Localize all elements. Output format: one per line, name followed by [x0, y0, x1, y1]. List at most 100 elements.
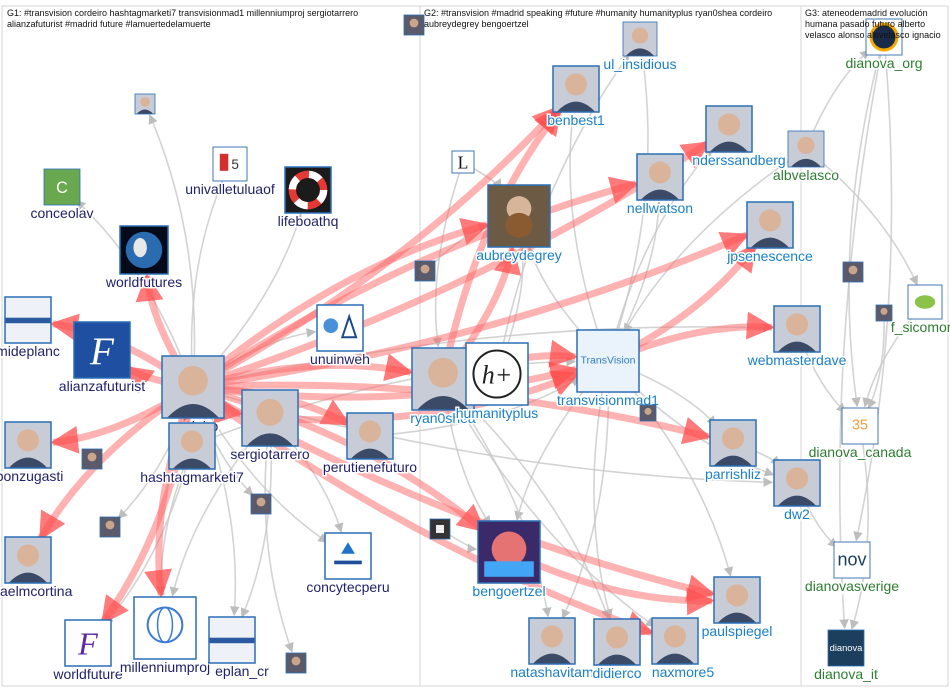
small-photo-avatar-icon [875, 304, 893, 322]
dianova-logo-avatar-icon: dianova [827, 629, 865, 667]
edge-transvisionmad1-to-benbest1 [567, 112, 609, 362]
small-photo-avatar-icon [414, 260, 436, 282]
node-humanityplus[interactable]: h+humanityplus [454, 342, 540, 423]
dianova-35-logo-avatar-icon: 35 [841, 407, 879, 445]
node-nderssandberg[interactable]: nderssandberg [691, 105, 787, 170]
person-photo-avatar-icon [622, 21, 658, 57]
f-logo-avatar-icon: F [64, 619, 112, 667]
node-mideplanc[interactable]: mideplanc [0, 296, 61, 361]
node-unnamed_g1_d[interactable] [250, 493, 272, 515]
node-jpsenescence[interactable]: jpsenescence [725, 201, 815, 266]
node-label: concytecperu [306, 579, 389, 595]
node-label: worldfuture [52, 666, 122, 682]
node-concytecperu[interactable]: concytecperu [305, 532, 391, 597]
node-unnamed_g1_b[interactable] [81, 448, 103, 470]
node-parrishliz[interactable]: parrishliz [703, 419, 763, 484]
node-naxmore5[interactable]: naxmore5 [650, 617, 716, 682]
node-unnamed_g3_a[interactable] [842, 261, 864, 283]
person-photo-avatar-icon [4, 421, 52, 469]
node-label: lifeboathq [278, 213, 339, 229]
edge-cordeiro-to-nellwatson [191, 176, 639, 390]
node-bengoertzel[interactable]: bengoertzel [471, 520, 547, 601]
node-nellwatson[interactable]: nellwatson [625, 153, 695, 218]
node-l_account[interactable]: L [451, 150, 475, 174]
person-photo-avatar-icon [528, 617, 576, 665]
node-worldfutures[interactable]: worldfutures [103, 225, 184, 292]
node-hashtagmarketi7[interactable]: hashtagmarketi7 [139, 422, 245, 487]
node-didierco[interactable]: didierco [591, 618, 643, 683]
node-unnamed_g2_b[interactable] [429, 518, 451, 540]
svg-text:h+: h+ [482, 360, 513, 389]
node-unnamed_g2_c[interactable] [639, 404, 657, 422]
node-label: dianovasverige [805, 578, 899, 594]
node-label: ul_insidious [603, 56, 676, 72]
edge-sergiotarrero-to-transvisionmad1 [269, 370, 581, 424]
edge-dianova_org-to-dianova_canada [848, 36, 885, 408]
node-label: univalletuluaof [185, 181, 275, 197]
person-photo-avatar-icon [636, 153, 684, 201]
node-unnamed_g1_e[interactable] [403, 14, 425, 36]
node-millenniumproj[interactable]: millenniumproj [118, 596, 212, 677]
person-photo-avatar-icon [773, 459, 821, 507]
node-perutienefuturo[interactable]: perutienefuturo [321, 412, 419, 477]
node-unnamed_g3_b[interactable] [875, 304, 893, 322]
h-plus-logo-avatar-icon: h+ [465, 342, 529, 406]
node-label: rafaelmcortina [0, 583, 73, 599]
node-label: dianova_it [814, 666, 878, 682]
concytec-logo-avatar-icon [324, 532, 372, 580]
person-photo-avatar-icon [713, 576, 761, 624]
svg-text:L: L [458, 153, 469, 173]
node-unnamed_g1_a[interactable] [134, 93, 156, 115]
node-label: nellwatson [627, 200, 693, 216]
node-f_sicomoro[interactable]: f_sicomoro [889, 284, 950, 337]
node-natashavitam[interactable]: natashavitam [509, 617, 595, 682]
globe-logo-avatar-icon [133, 596, 197, 660]
university-logo-avatar-icon: 5 [212, 146, 248, 182]
node-unuinweh[interactable]: unuinweh [309, 304, 371, 369]
person-photo-avatar-icon [651, 617, 699, 665]
person-photo-avatar-icon [4, 536, 52, 584]
node-label: sergiotarrero [230, 446, 310, 462]
person-photo-avatar-icon [552, 65, 600, 113]
node-label: paulspiegel [702, 623, 773, 639]
node-ibonzugasti[interactable]: ibonzugasti [0, 421, 65, 486]
node-unnamed_g1_f[interactable] [285, 652, 307, 674]
node-dw2[interactable]: dw2 [773, 459, 821, 524]
node-label: didierco [592, 665, 641, 681]
node-paulspiegel[interactable]: paulspiegel [700, 576, 774, 641]
colorful-portrait-avatar-icon [477, 520, 541, 584]
node-sergiotarrero[interactable]: sergiotarrero [229, 389, 311, 464]
node-aubreydegrey[interactable]: aubreydegrey [475, 184, 563, 265]
edge-sergiotarrero-to-unnamed_g1_f [264, 417, 294, 653]
node-lifeboathq[interactable]: lifeboathq [276, 166, 340, 231]
node-dianova_org[interactable]: dianova_org [844, 18, 924, 73]
node-label: benbest1 [547, 112, 605, 128]
node-label: perutienefuturo [323, 459, 417, 475]
nov-logo-avatar-icon: nov [833, 541, 871, 579]
node-eplan_cr[interactable]: eplan_cr [208, 616, 271, 681]
letter-l-avatar-icon: L [451, 150, 475, 174]
node-benbest1[interactable]: benbest1 [546, 65, 607, 130]
node-ryan0shea[interactable]: ryan0shea [409, 347, 477, 428]
node-label: hashtagmarketi7 [140, 469, 244, 485]
node-label: parrishliz [705, 466, 761, 482]
node-albvelasco[interactable]: albvelasco [771, 130, 841, 185]
node-unnamed_g2_a[interactable] [414, 260, 436, 282]
node-webmasterdave[interactable]: webmasterdave [745, 305, 848, 370]
svg-text:F: F [89, 330, 115, 373]
node-rafaelmcortina[interactable]: rafaelmcortina [0, 536, 74, 601]
node-ul_insidious[interactable]: ul_insidious [602, 21, 678, 74]
person-photo-avatar-icon [705, 105, 753, 153]
edge-ryan0shea-to-naxmore5 [442, 378, 656, 628]
node-unnamed_g1_c[interactable] [99, 516, 121, 538]
person-photo-avatar-icon [346, 412, 394, 460]
node-label: dw2 [784, 506, 810, 522]
